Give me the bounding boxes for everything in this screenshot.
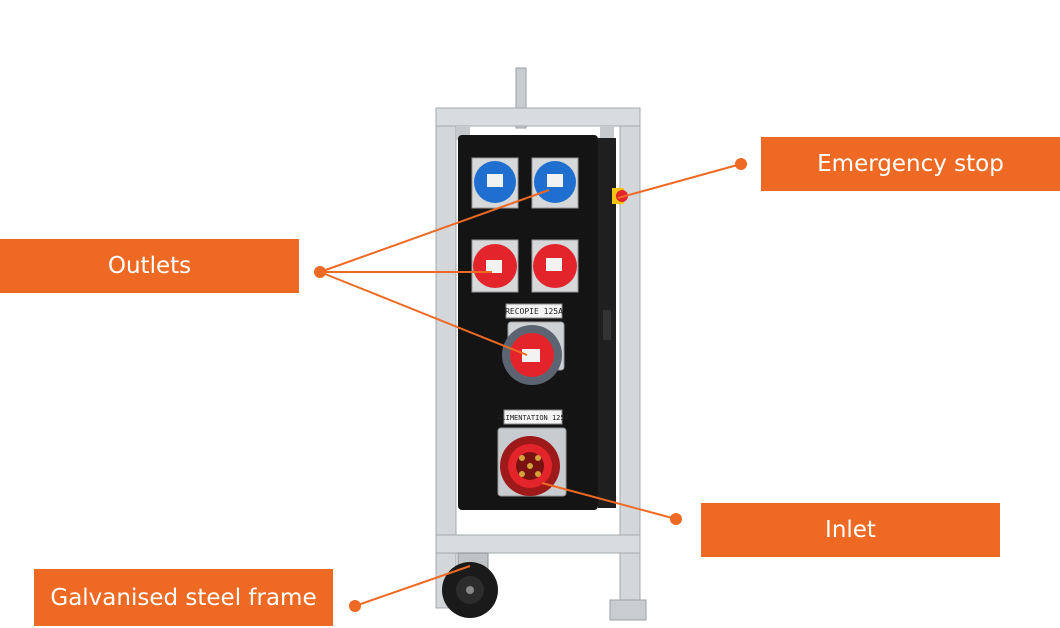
- label-frame-text: Galvanised steel frame: [50, 584, 317, 611]
- outlet-blue-1[interactable]: [471, 157, 519, 209]
- outlet-red-1[interactable]: [471, 239, 519, 293]
- label-inlet: Inlet: [701, 503, 1000, 557]
- callout-lines: [319, 163, 742, 607]
- galvanised-steel-frame: [435, 67, 647, 621]
- label-inlet-text: Inlet: [825, 517, 876, 543]
- input-plate-text: ALIMENTATION 125A: [497, 414, 569, 422]
- inlet-connector[interactable]: [497, 427, 567, 497]
- outlet-red-125a[interactable]: [502, 321, 565, 385]
- label-outlets: Outlets: [0, 239, 299, 293]
- outlet-blue-2[interactable]: [531, 157, 579, 209]
- input-plate: ALIMENTATION 125A: [497, 409, 570, 425]
- outlet-red-2[interactable]: [531, 239, 579, 293]
- caster-wheel: [442, 552, 498, 618]
- label-outlets-text: Outlets: [107, 253, 192, 279]
- label-emergency-stop-text: Emergency stop: [817, 151, 1004, 177]
- output-plate-text: RECOPIE 125A: [505, 307, 563, 316]
- callout-dots: [314, 158, 747, 612]
- label-emergency-stop: Emergency stop: [761, 137, 1060, 191]
- label-frame: Galvanised steel frame: [34, 569, 333, 626]
- output-plate: RECOPIE 125A: [505, 303, 563, 319]
